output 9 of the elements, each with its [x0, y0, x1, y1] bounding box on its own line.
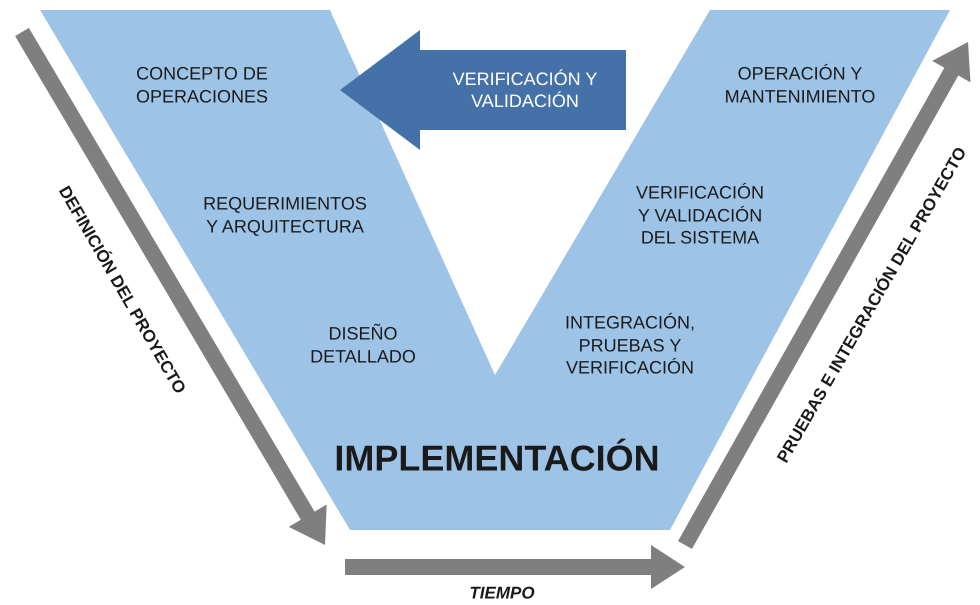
arrow-label: VERIFICACIÓN Y VALIDACIÓN	[452, 68, 598, 113]
stage-label: DISEÑO DETALLADO	[309, 322, 417, 368]
stage-title: IMPLEMENTACIÓN	[333, 436, 661, 480]
stage-label: REQUERIMIENTOS Y ARQUITECTURA	[202, 192, 368, 238]
axis-label: TIEMPO	[469, 582, 535, 604]
stage-label: CONCEPTO DE OPERACIONES	[134, 62, 270, 108]
stage-label: OPERACIÓN Y MANTENIMIENTO	[724, 62, 876, 108]
stage-label: VERIFICACIÓN Y VALIDACIÓN DEL SISTEMA	[634, 181, 765, 249]
stage-label: INTEGRACIÓN, PRUEBAS Y VERIFICACIÓN	[564, 311, 696, 379]
